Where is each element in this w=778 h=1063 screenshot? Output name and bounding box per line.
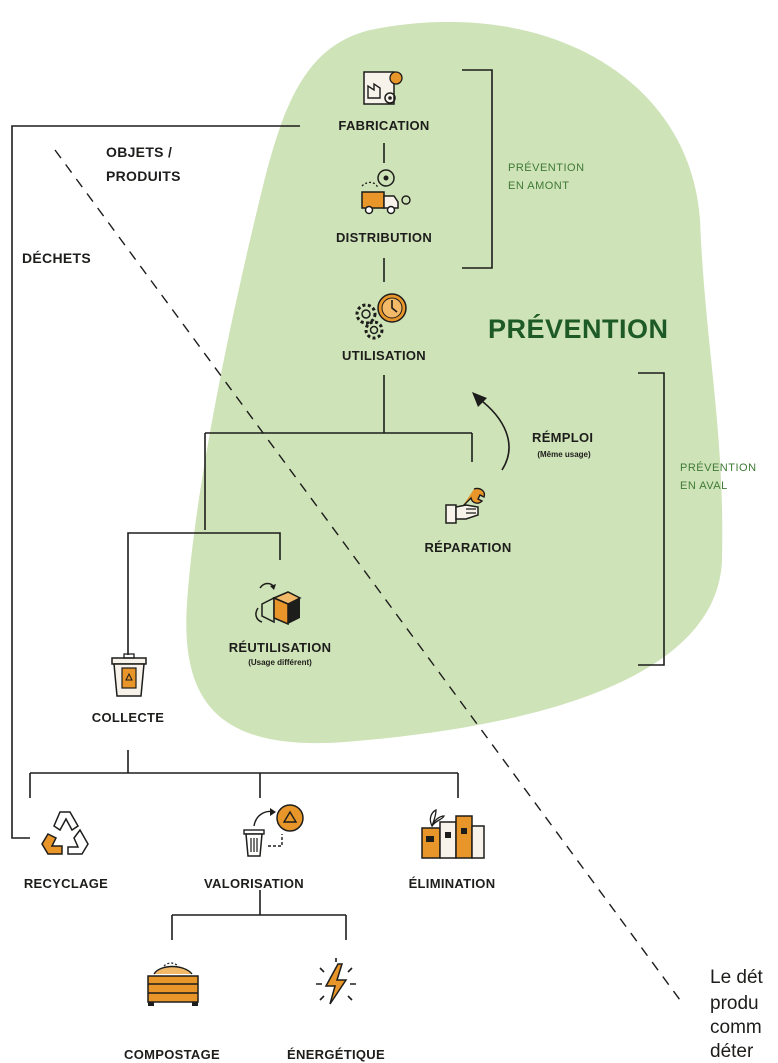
side-text-line-4: déter — [710, 1041, 754, 1062]
label-dechets: DÉCHETS — [22, 250, 91, 266]
label-reparation: RÉPARATION — [424, 540, 512, 555]
label-remploi: RÉMPLOI — [532, 430, 594, 445]
lightning-energy-icon — [316, 958, 356, 1005]
remploi-arrow — [477, 397, 510, 471]
factory-buildings-icon — [421, 808, 485, 859]
gears-clock-icon — [355, 293, 407, 340]
label-produits: PRODUITS — [106, 168, 181, 184]
label-objets: OBJETS / — [106, 144, 173, 160]
valor-branch-line — [171, 890, 347, 940]
label-reutilisation: RÉUTILISATION — [228, 640, 332, 655]
label-collecte: COLLECTE — [91, 710, 165, 725]
reutil-branch-line — [127, 532, 281, 655]
label-elimination: ÉLIMINATION — [408, 876, 496, 891]
bracket-aval — [638, 372, 665, 666]
label-prevention-aval-2: EN AVAL — [680, 480, 728, 492]
collection-bin-icon — [111, 653, 147, 697]
label-prevention-aval-1: PRÉVENTION — [680, 462, 757, 474]
label-prevention-amont-1: PRÉVENTION — [508, 162, 585, 174]
prevention-zone — [186, 21, 723, 744]
label-remploi-sub: (Même usage) — [537, 450, 591, 459]
label-distribution: DISTRIBUTION — [335, 230, 433, 245]
recycle-loop-line — [11, 125, 300, 839]
util-branch-line — [204, 375, 473, 530]
diagonal-divider — [54, 149, 681, 1001]
box-arrows-icon — [255, 582, 302, 626]
label-prevention-big: PRÉVENTION — [488, 314, 669, 344]
collecte-branch-line — [29, 750, 459, 798]
label-recyclage: RECYCLAGE — [23, 876, 109, 891]
recycle-icon — [41, 811, 89, 855]
label-energetique: ÉNERGÉTIQUE — [287, 1047, 385, 1062]
label-utilisation: UTILISATION — [342, 348, 426, 363]
trash-to-recycle-icon — [243, 804, 304, 857]
label-compostage: COMPOSTAGE — [124, 1047, 220, 1062]
wrench-hand-icon — [445, 487, 486, 524]
side-text-line-3: comm — [710, 1017, 762, 1038]
compost-crate-icon — [147, 962, 199, 1006]
bracket-amont — [462, 69, 493, 269]
delivery-truck-icon — [361, 169, 411, 215]
label-valorisation: VALORISATION — [204, 876, 304, 891]
label-prevention-amont-2: EN AMONT — [508, 180, 570, 192]
remploi-arrowhead — [472, 392, 487, 407]
side-text-line-1: Le dét — [710, 967, 763, 988]
label-reutilisation-sub: (Usage différent) — [248, 658, 312, 667]
side-text-line-2: produ — [710, 993, 759, 1014]
label-fabrication: FABRICATION — [338, 118, 430, 133]
factory-blueprint-icon — [363, 71, 403, 105]
